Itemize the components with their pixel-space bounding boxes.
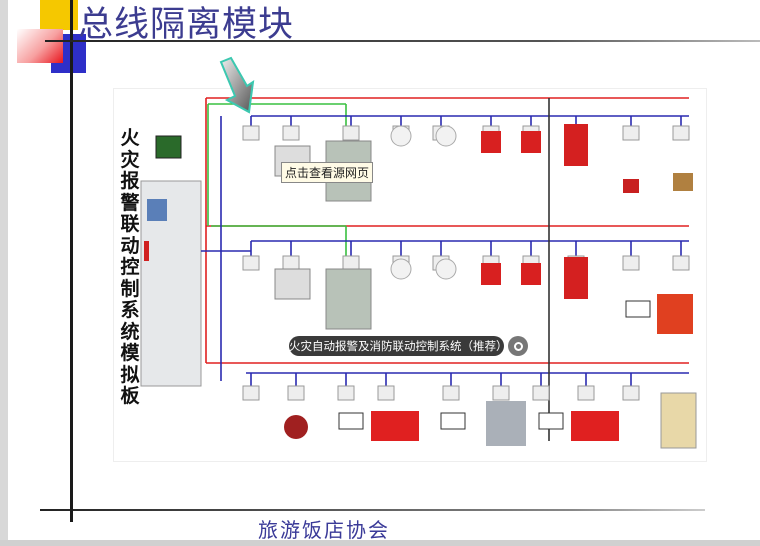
- module: [672, 125, 690, 141]
- module: [282, 255, 300, 271]
- exhaust-fan: [657, 294, 693, 334]
- control-box: [625, 300, 651, 318]
- module: [287, 385, 305, 401]
- module: [282, 125, 300, 141]
- diagram-canvas: [140, 97, 697, 449]
- module: [622, 255, 640, 271]
- smoke-detector: [435, 125, 457, 147]
- smoke-detector: [435, 258, 457, 280]
- view-source-tooltip[interactable]: 点击查看源网页: [281, 162, 374, 183]
- alarm-button: [521, 263, 541, 285]
- module: [242, 385, 260, 401]
- pointer-arrow-icon: [219, 56, 255, 114]
- module: [622, 385, 640, 401]
- module: [577, 385, 595, 401]
- smoke-detector: [390, 125, 412, 147]
- module: [442, 385, 460, 401]
- decor-square-red: [17, 29, 63, 63]
- module: [342, 125, 360, 141]
- control-box: [338, 412, 364, 430]
- alarm-button: [481, 131, 501, 153]
- slide-footer: 旅游饭店协会: [258, 518, 390, 542]
- display-panel: [274, 268, 311, 300]
- smoke-detector: [390, 258, 412, 280]
- module: [532, 385, 550, 401]
- caption-circle-button-icon[interactable]: [508, 336, 528, 356]
- module: [377, 385, 395, 401]
- alarm-button: [521, 131, 541, 153]
- cabinet-screen: [147, 199, 167, 221]
- fire-alarm-system-diagram[interactable]: [113, 88, 707, 462]
- fire-pump: [371, 411, 419, 441]
- monitor: [155, 135, 182, 159]
- cabinet-phone: [144, 241, 149, 261]
- window-bottom-edge: [0, 540, 760, 546]
- slide-title: 总线隔离模块: [78, 5, 295, 45]
- control-box: [440, 412, 466, 430]
- diagram-side-label: 火灾报警联动控制系统模拟板: [120, 127, 140, 407]
- fire-shutter: [486, 401, 526, 446]
- solenoid-valve: [673, 173, 693, 191]
- footer-divider: [40, 509, 705, 511]
- decor-vertical-line: [70, 0, 73, 522]
- speaker: [325, 268, 372, 330]
- title-underline: [45, 40, 760, 42]
- alarm-bell: [564, 124, 588, 166]
- elevator: [660, 392, 697, 449]
- module: [242, 125, 260, 141]
- module: [622, 125, 640, 141]
- valve: [623, 179, 639, 193]
- control-box: [538, 412, 564, 430]
- module: [342, 255, 360, 271]
- alarm-button: [481, 263, 501, 285]
- module: [242, 255, 260, 271]
- module: [492, 385, 510, 401]
- fire-pump: [571, 411, 619, 441]
- alarm-bell: [564, 257, 588, 299]
- window-edge: [0, 0, 8, 546]
- image-caption-bar[interactable]: 火灾自动报警及消防联动控制系统（推荐）: [289, 336, 508, 356]
- module: [337, 385, 355, 401]
- module: [672, 255, 690, 271]
- fire-bell: [284, 415, 308, 439]
